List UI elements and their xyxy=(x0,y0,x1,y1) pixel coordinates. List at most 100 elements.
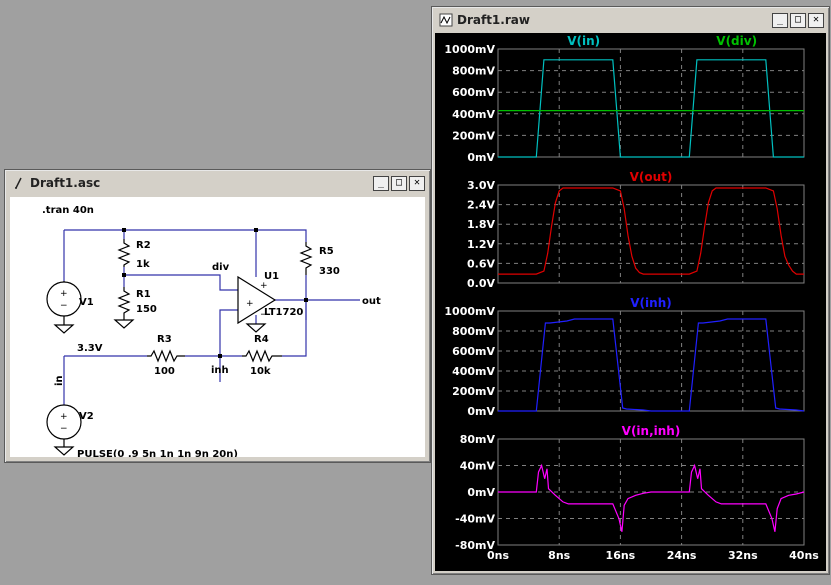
close-button[interactable]: ✕ xyxy=(808,12,824,28)
waveform-plots[interactable]: 0mV 200mV 400mV 600mV 800mV 1000mV V(in) V(div)… xyxy=(435,33,826,571)
trace-label[interactable]: V(out) xyxy=(630,170,673,184)
ref-r3[interactable]: R3 xyxy=(157,334,172,345)
svg-text:+: + xyxy=(246,299,254,309)
value-r1[interactable]: 150 xyxy=(136,304,157,315)
y-tick-label: -40mV xyxy=(455,513,495,526)
minimize-button[interactable]: _ xyxy=(373,175,389,191)
trace-label[interactable]: V(in,inh) xyxy=(622,424,681,438)
ref-v2[interactable]: V2 xyxy=(79,411,94,422)
ground-v1 xyxy=(53,324,75,334)
value-v1[interactable]: 3.3V xyxy=(77,343,103,354)
resistor-r2 xyxy=(117,239,131,267)
trace-line xyxy=(498,187,804,275)
value-r3[interactable]: 100 xyxy=(154,366,175,377)
x-tick-label: 0ns xyxy=(487,549,509,562)
y-tick-label: 1000mV xyxy=(444,43,495,56)
ref-u1[interactable]: U1 xyxy=(264,271,279,282)
y-tick-label: 800mV xyxy=(452,65,495,78)
trace-line xyxy=(498,463,805,532)
x-tick-label: 24ns xyxy=(667,549,697,562)
pane-frame xyxy=(497,310,805,412)
junction-dot xyxy=(122,273,126,277)
y-tick-label: 0.6V xyxy=(467,257,495,270)
schematic-window[interactable]: Draft1.asc _ □ ✕ xyxy=(4,169,431,463)
y-tick-label: 1.8V xyxy=(467,218,495,231)
svg-text:+: + xyxy=(260,281,268,291)
schematic-doc-icon xyxy=(15,177,22,189)
trace-line xyxy=(498,59,804,158)
y-tick-label: 80mV xyxy=(460,433,496,446)
ref-r4[interactable]: R4 xyxy=(254,334,269,345)
ground-r1 xyxy=(113,319,135,329)
ref-r1[interactable]: R1 xyxy=(136,289,151,300)
value-r4[interactable]: 10k xyxy=(250,366,271,377)
y-tick-label: 800mV xyxy=(452,325,495,338)
waveform-doc-icon xyxy=(439,13,453,27)
junction-dot xyxy=(218,354,222,358)
ref-r5[interactable]: R5 xyxy=(319,246,334,257)
y-tick-label: 3.0V xyxy=(467,179,495,192)
resistor-r5 xyxy=(299,242,313,275)
value-r5[interactable]: 330 xyxy=(319,266,340,277)
resistor-r1 xyxy=(117,287,131,320)
wire-top-rail xyxy=(64,229,307,242)
x-tick-label: 8ns xyxy=(548,549,570,562)
junction-dot xyxy=(254,228,258,232)
waveform-titlebar[interactable]: Draft1.raw _ □ ✕ xyxy=(435,10,826,30)
y-tick-label: 400mV xyxy=(452,365,495,378)
trace-label[interactable]: V(inh) xyxy=(630,296,671,310)
resistor-r3 xyxy=(147,349,185,363)
svg-text:−: − xyxy=(60,424,68,434)
ref-v1[interactable]: V1 xyxy=(79,297,94,308)
ref-r2[interactable]: R2 xyxy=(136,240,151,251)
ground-v2 xyxy=(53,446,75,456)
waveform-pane-1[interactable]: 0mV 200mV 400mV 600mV 800mV 1000mV V(in) V(div) xyxy=(444,34,805,164)
waveform-canvas[interactable]: 0mV 200mV 400mV 600mV 800mV 1000mV V(in) V(div)… xyxy=(435,33,826,571)
waveform-pane-2[interactable]: 0.0V0.6V1.2V1.8V2.4V3.0VV(out) xyxy=(467,170,805,290)
y-tick-label: 400mV xyxy=(452,108,495,121)
y-tick-label: 0mV xyxy=(467,151,495,164)
wire-div xyxy=(124,274,238,291)
svg-text:−: − xyxy=(60,301,68,311)
schematic-canvas[interactable]: + + − + − + − .tran 40n R2 1k R1 150 R5 … xyxy=(10,197,425,460)
y-tick-label: 0.0V xyxy=(467,277,495,290)
svg-text:+: + xyxy=(60,412,68,422)
junction-dot xyxy=(304,298,308,302)
minimize-button[interactable]: _ xyxy=(772,12,788,28)
y-tick-label: 600mV xyxy=(452,345,495,358)
net-label-in[interactable]: in xyxy=(54,375,65,386)
wire-feedback xyxy=(282,300,307,357)
waveform-window-title: Draft1.raw xyxy=(457,13,530,27)
y-tick-label: 0mV xyxy=(467,486,495,499)
ground-opamp xyxy=(245,323,267,333)
y-tick-label: 200mV xyxy=(452,385,495,398)
y-tick-label: 600mV xyxy=(452,86,495,99)
x-tick-label: 40ns xyxy=(789,549,819,562)
schematic-titlebar[interactable]: Draft1.asc _ □ ✕ xyxy=(8,173,427,193)
net-label-out[interactable]: out xyxy=(362,296,381,307)
waveform-pane-4[interactable]: 0ns 8ns 16ns 24ns 32ns 40ns -80mV -40mV 0mV 40mV 8… xyxy=(455,424,819,562)
maximize-button[interactable]: □ xyxy=(790,12,806,28)
maximize-button[interactable]: □ xyxy=(391,175,407,191)
y-tick-label: 0mV xyxy=(467,405,495,418)
opamp-u1 xyxy=(237,275,277,325)
svg-text:+: + xyxy=(60,289,68,299)
y-tick-label: 40mV xyxy=(460,460,496,473)
y-tick-label: 200mV xyxy=(452,129,495,142)
x-tick-label: 16ns xyxy=(606,549,636,562)
trace-label[interactable]: V(div) xyxy=(716,34,757,48)
close-button[interactable]: ✕ xyxy=(409,175,425,191)
resistor-r4 xyxy=(242,349,282,363)
net-label-div[interactable]: div xyxy=(212,262,230,273)
value-v2[interactable]: PULSE(0 .9 5n 1n 1n 9n 20n) xyxy=(77,449,238,460)
y-tick-label: -80mV xyxy=(455,539,495,552)
tran-directive[interactable]: .tran 40n xyxy=(42,205,94,216)
x-tick-label: 32ns xyxy=(728,549,758,562)
y-tick-label: 2.4V xyxy=(467,199,495,212)
net-label-inh[interactable]: inh xyxy=(211,365,229,376)
trace-label[interactable]: V(in) xyxy=(567,34,600,48)
value-u1[interactable]: LT1720 xyxy=(264,307,303,318)
value-r2[interactable]: 1k xyxy=(136,259,150,270)
waveform-window[interactable]: Draft1.raw _ □ ✕ 0mV 200mV 400mV 600mV 800mV… xyxy=(431,6,830,575)
